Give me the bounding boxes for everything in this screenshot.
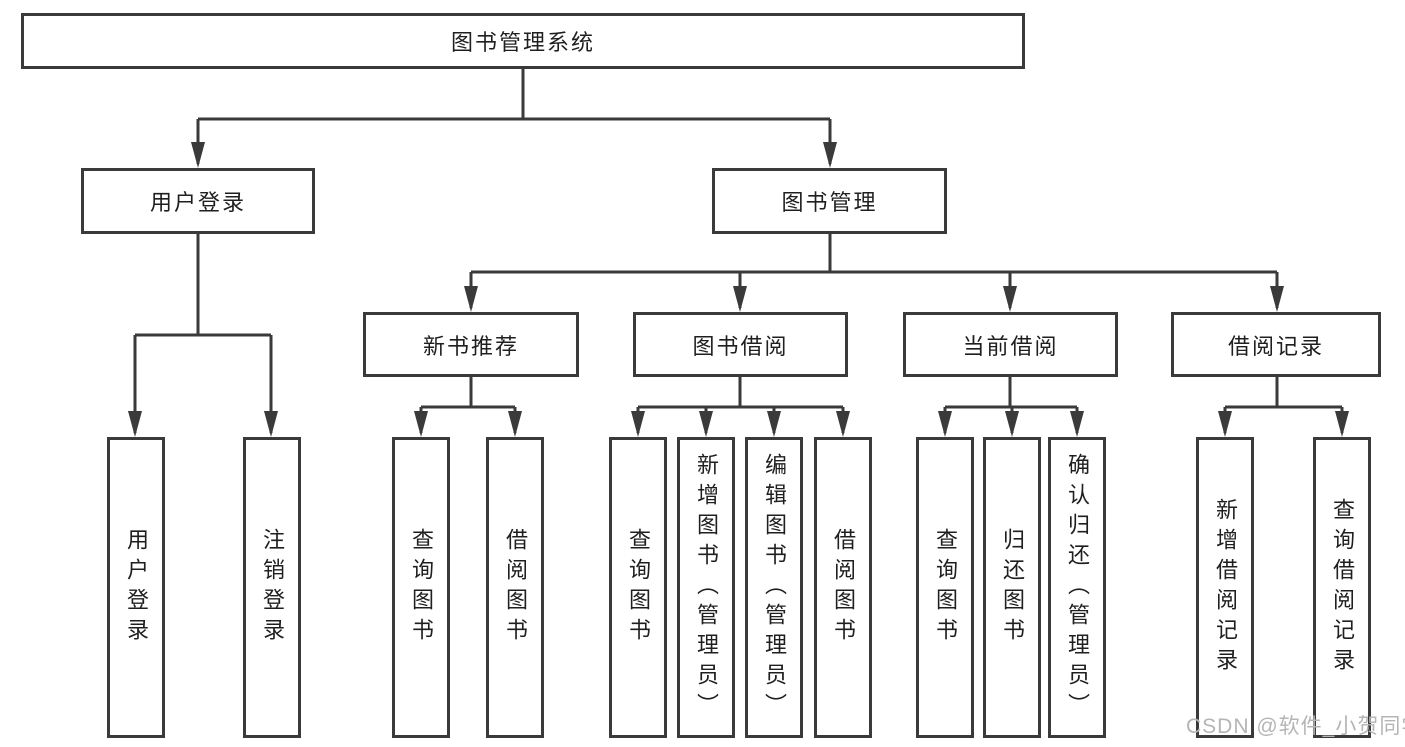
node-book-borrow: 图书借阅 (633, 312, 848, 377)
leaf-borrow-books-1: 借阅图书 (486, 437, 544, 738)
node-book-management-label: 图书管理 (781, 190, 878, 215)
node-borrow-records-label: 借阅记录 (1227, 333, 1324, 359)
arrowhead (128, 411, 142, 437)
leaf-query-books-1-label: 查询图书 (409, 527, 434, 648)
node-new-book-recommend: 新书推荐 (363, 312, 579, 377)
leaf-logout-label: 注销登录 (260, 527, 285, 648)
leaf-query-books-3-label: 查询图书 (933, 527, 958, 648)
leaf-logout: 注销登录 (243, 437, 301, 738)
leaf-query-borrow-record-label: 查询借阅记录 (1330, 497, 1355, 678)
node-library-system-label: 图书管理系统 (450, 30, 595, 55)
node-book-management: 图书管理 (712, 168, 947, 234)
arrowhead (767, 411, 781, 437)
leaf-query-borrow-record: 查询借阅记录 (1313, 437, 1371, 738)
arrowhead (264, 411, 278, 437)
arrowhead (938, 411, 952, 437)
arrowhead (1005, 411, 1019, 437)
arrowhead (699, 411, 713, 437)
arrowhead (464, 286, 478, 312)
leaf-query-books-2: 查询图书 (609, 437, 667, 738)
arrowhead (414, 411, 428, 437)
arrowhead (631, 411, 645, 437)
leaf-edit-books-admin: 编辑图书（管理员） (745, 437, 803, 738)
leaf-confirm-return-admin: 确认归还（管理员） (1048, 437, 1106, 738)
arrowhead (1003, 286, 1017, 312)
arrowhead (508, 411, 522, 437)
leaf-user-login-label: 用户登录 (124, 527, 149, 648)
leaf-query-books-3: 查询图书 (916, 437, 974, 738)
leaf-borrow-books-2: 借阅图书 (814, 437, 872, 738)
arrowhead (1335, 411, 1349, 437)
node-new-book-recommend-label: 新书推荐 (422, 333, 519, 359)
leaf-add-books-admin-label: 新增图书（管理员） (694, 452, 719, 723)
arrowhead (191, 142, 205, 168)
arrowhead (823, 142, 837, 168)
leaf-add-borrow-record: 新增借阅记录 (1196, 437, 1254, 738)
leaf-add-books-admin: 新增图书（管理员） (677, 437, 735, 738)
node-book-borrow-label: 图书借阅 (692, 333, 789, 359)
leaf-query-books-2-label: 查询图书 (626, 527, 651, 648)
leaf-return-books-label: 归还图书 (1000, 527, 1025, 648)
leaf-query-books-1: 查询图书 (392, 437, 450, 738)
node-user-login-label: 用户登录 (149, 190, 246, 215)
arrowhead (1070, 411, 1084, 437)
leaf-edit-books-admin-label: 编辑图书（管理员） (762, 452, 787, 723)
leaf-add-borrow-record-label: 新增借阅记录 (1213, 497, 1238, 678)
node-library-system: 图书管理系统 (21, 13, 1025, 69)
csdn-watermark: CSDN @软件_小贺同学 (1186, 715, 1405, 738)
arrowhead (1218, 411, 1232, 437)
leaf-user-login: 用户登录 (107, 437, 165, 738)
leaf-return-books: 归还图书 (983, 437, 1041, 738)
leaf-borrow-books-1-label: 借阅图书 (503, 527, 528, 648)
leaf-borrow-books-2-label: 借阅图书 (831, 527, 856, 648)
node-borrow-records: 借阅记录 (1171, 312, 1381, 377)
node-current-borrow-label: 当前借阅 (962, 333, 1059, 359)
arrowhead (836, 411, 850, 437)
node-user-login: 用户登录 (81, 168, 315, 234)
arrowhead (733, 286, 747, 312)
node-current-borrow: 当前借阅 (903, 312, 1118, 377)
arrowhead (1270, 286, 1284, 312)
leaf-confirm-return-admin-label: 确认归还（管理员） (1065, 452, 1090, 723)
